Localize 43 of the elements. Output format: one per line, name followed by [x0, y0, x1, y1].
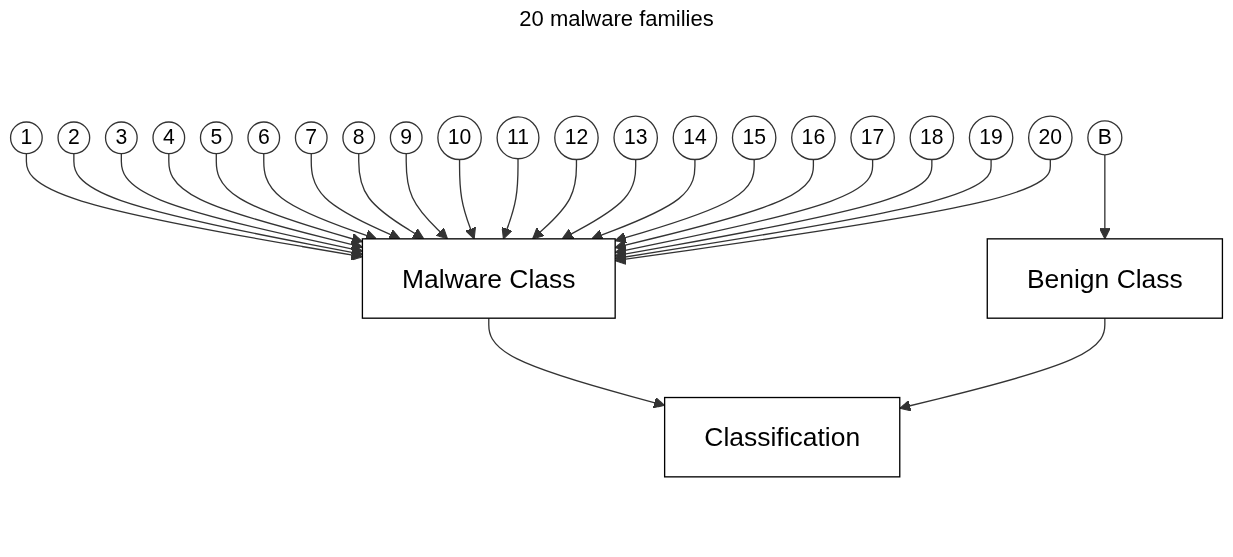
node-circle: 15: [731, 115, 777, 161]
arrow: [561, 158, 637, 240]
node-box: Malware Class: [361, 238, 616, 319]
arrow: [614, 158, 815, 251]
arrow: [899, 317, 1106, 412]
arrow: [614, 158, 755, 244]
arrow: [168, 152, 363, 251]
node-circle: 9: [389, 121, 423, 155]
node-box: Classification: [663, 396, 901, 478]
node-circle: 11: [496, 116, 540, 160]
node-circle: 6: [247, 121, 281, 155]
node-circle: 1: [9, 121, 43, 155]
node-circle: 13: [613, 115, 659, 161]
node-circle: 3: [104, 121, 138, 155]
arrow: [1099, 154, 1111, 240]
node-circle: 16: [791, 115, 836, 161]
node-circle: 18: [909, 115, 955, 161]
node-circle: 2: [57, 121, 91, 155]
node-circle: 10: [437, 115, 482, 161]
arrow: [458, 158, 476, 240]
arrow: [501, 158, 519, 240]
arrow: [614, 158, 874, 256]
node-circle: 19: [968, 115, 1014, 161]
node-circle: 7: [294, 121, 328, 155]
arrow: [310, 152, 401, 240]
node-circle: B: [1087, 120, 1123, 156]
arrow: [73, 152, 363, 259]
arrow: [532, 158, 578, 240]
group-label: 20 malware families: [519, 6, 714, 32]
arrow: [120, 152, 363, 255]
node-circle: 12: [554, 115, 599, 161]
node-circle: 14: [672, 115, 718, 161]
node-circle: 20: [1028, 115, 1073, 161]
node-circle: 4: [152, 121, 186, 155]
node-circle: 5: [199, 121, 233, 155]
arrow: [215, 152, 363, 245]
arrow: [405, 152, 448, 240]
arrow: [614, 158, 1051, 265]
node-circle: 17: [850, 115, 895, 161]
node-box: Benign Class: [986, 238, 1224, 319]
node-circle: 8: [342, 121, 376, 155]
arrow: [358, 152, 425, 240]
arrow: [25, 152, 363, 261]
